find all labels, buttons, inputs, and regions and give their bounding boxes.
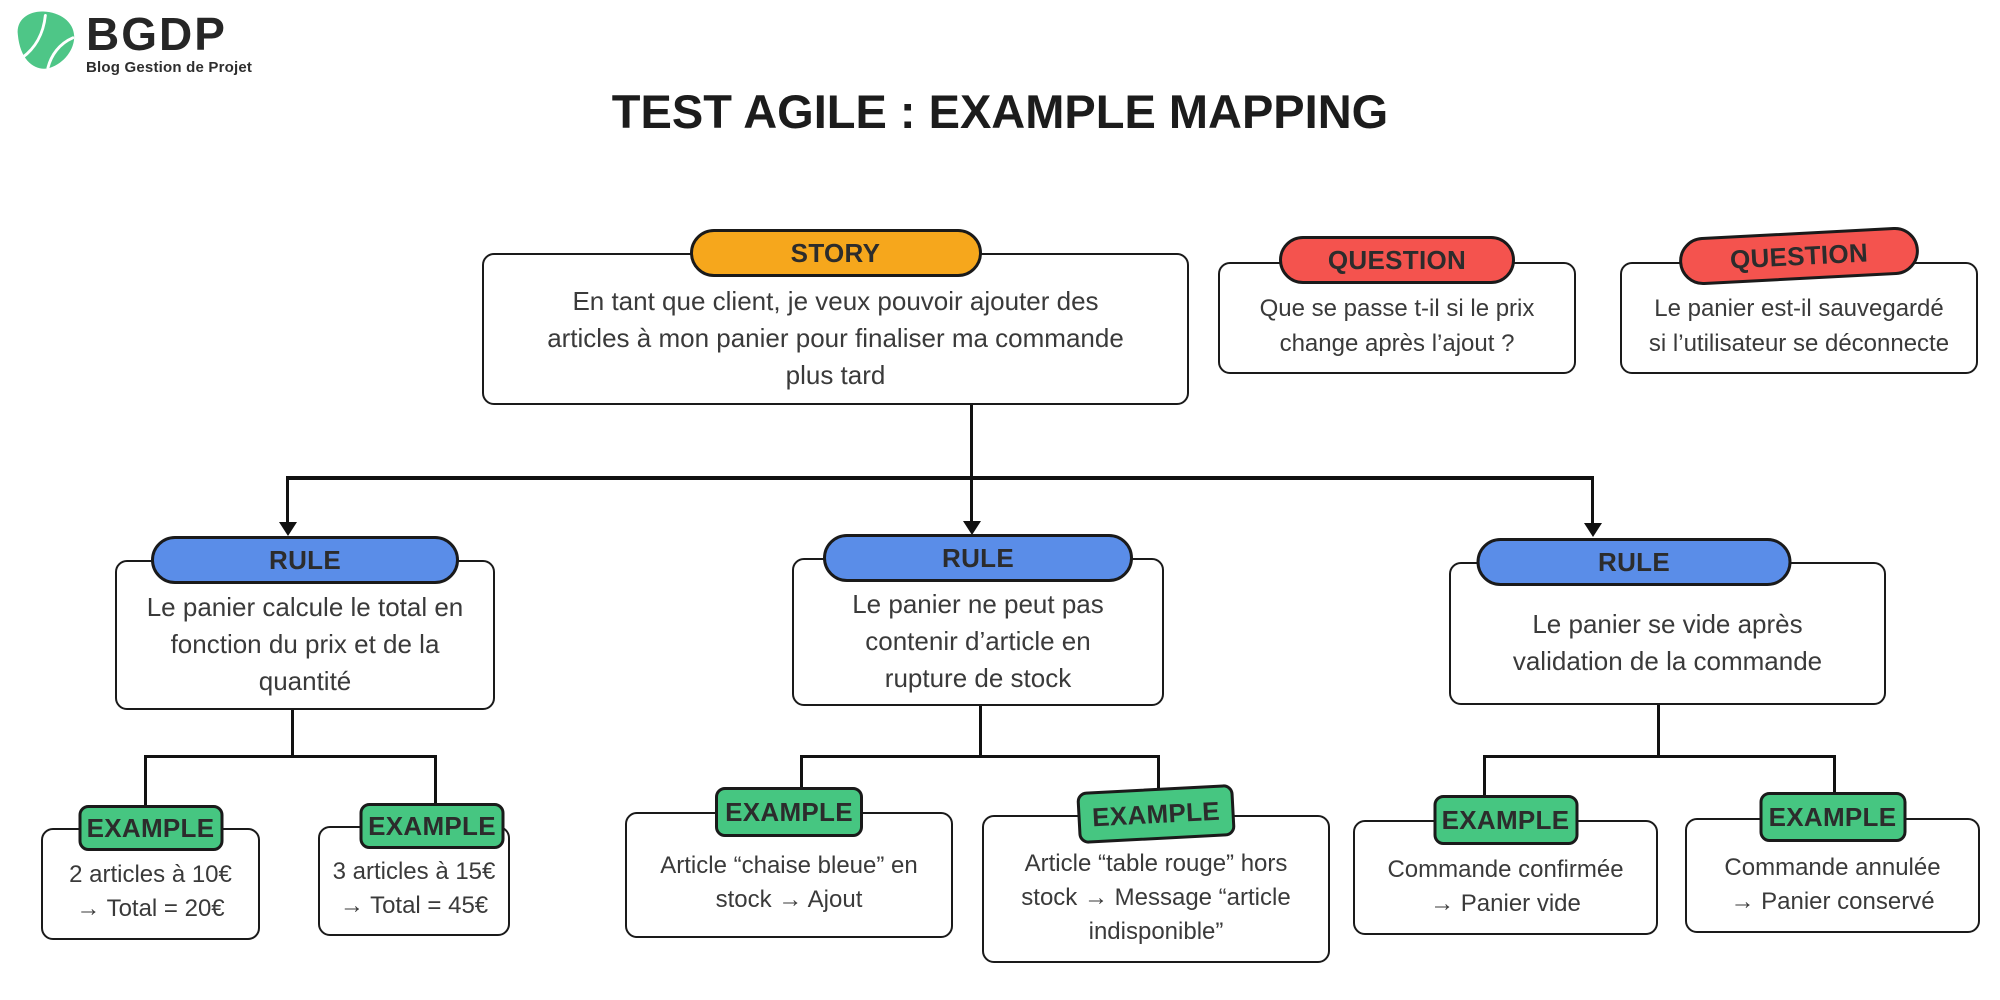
connector-drop-example3 [800,757,803,788]
rule-text: Le panier se vide après validation de la… [1512,608,1823,676]
example-text: Article “table rouge” hors stock → Messa… [1021,850,1291,945]
question-text: Le panier est-il sauvegardé si l’utilisa… [1648,295,1950,357]
example-pill: EXAMPLE [359,803,505,849]
connector-rule1-bar [144,755,437,758]
example-text: 3 articles à 15€ → Total = 45€ [332,858,496,919]
connector-rule1-stem [291,710,294,757]
example-card-body: Article “table rouge” hors stock → Messa… [982,815,1330,963]
example-card-body: 2 articles à 10€ → Total = 20€ [41,828,260,940]
rule-pill: RULE [1476,538,1792,586]
page-title: TEST AGILE : EXAMPLE MAPPING [611,85,1389,138]
example-pill: EXAMPLE [1433,795,1578,845]
example-card-5: Commande confirmée → Panier vide EXAMPLE [1353,795,1658,935]
connector-rule3-bar [1483,755,1836,758]
connector-drop-example6 [1833,757,1836,794]
rule-card-2: Le panier ne peut pas contenir d’article… [792,534,1164,706]
story-text: En tant que client, je veux pouvoir ajou… [547,285,1124,390]
arrow-down-icon [963,521,981,535]
logo-brand-text: BGDP [86,8,227,60]
arrow-down-icon [279,522,297,536]
example-pill: EXAMPLE [715,787,863,837]
question-pill: QUESTION [1279,236,1515,284]
example-text: Commande annulée → Panier conservé [1724,853,1941,915]
connector-drop-example1 [144,757,147,806]
example-card-body: Commande annulée → Panier conservé [1685,818,1980,933]
connector-drop-example5 [1483,757,1486,796]
example-card-6: Commande annulée → Panier conservé EXAMP… [1685,792,1980,933]
story-pill: STORY [689,229,982,277]
question-card-body: Le panier est-il sauvegardé si l’utilisa… [1620,262,1978,374]
connector-rule2-bar [800,755,1160,758]
arrow-down-icon [1584,523,1602,537]
rule-card-3: Le panier se vide après validation de la… [1449,538,1886,705]
example-text: Article “chaise bleue” en stock → Ajout [660,852,918,913]
connector-rule3-stem [1657,705,1660,757]
rule-card-1: Le panier calcule le total en fonction d… [115,536,495,710]
connector-drop-example2 [434,757,437,804]
example-pill: EXAMPLE [78,805,223,851]
story-card-body: En tant que client, je veux pouvoir ajou… [482,253,1189,405]
example-card-4: Article “table rouge” hors stock → Messa… [982,783,1330,963]
rule-text: Le panier ne peut pas contenir d’article… [852,588,1104,693]
example-text: 2 articles à 10€ → Total = 20€ [69,861,232,922]
connector-story-bar [286,476,1594,480]
rule-text: Le panier calcule le total en fonction d… [146,591,464,696]
connector-rule2-stem [979,706,982,757]
example-card-1: 2 articles à 10€ → Total = 20€ EXAMPLE [41,805,260,940]
connector-drop-rule1 [286,478,289,524]
rule-pill: RULE [151,536,459,584]
connector-story-stem [970,405,973,480]
question-text: Que se passe t-il si le prix change aprè… [1259,295,1535,357]
example-card-2: 3 articles à 15€ → Total = 45€ EXAMPLE [318,803,510,936]
example-card-body: Commande confirmée → Panier vide [1353,820,1658,935]
bgdp-logo: BGDP Blog Gestion de Projet [14,8,252,76]
connector-drop-rule3 [1591,478,1594,524]
example-text: Commande confirmée → Panier vide [1387,855,1624,917]
rule-pill: RULE [823,534,1133,582]
connector-drop-example4 [1157,757,1160,790]
example-pill: EXAMPLE [1076,783,1236,845]
example-pill: EXAMPLE [1759,792,1906,842]
question-card-1: Que se passe t-il si le prix change aprè… [1218,236,1576,374]
rule-card-body: Le panier calcule le total en fonction d… [115,560,495,710]
connector-drop-rule2 [970,478,973,524]
example-card-3: Article “chaise bleue” en stock → Ajout … [625,787,953,938]
logo-tagline: Blog Gestion de Projet [86,59,253,76]
story-card: En tant que client, je veux pouvoir ajou… [482,229,1189,405]
leaf-logo-icon [17,11,75,70]
question-card-2: Le panier est-il sauvegardé si l’utilisa… [1620,225,1978,374]
